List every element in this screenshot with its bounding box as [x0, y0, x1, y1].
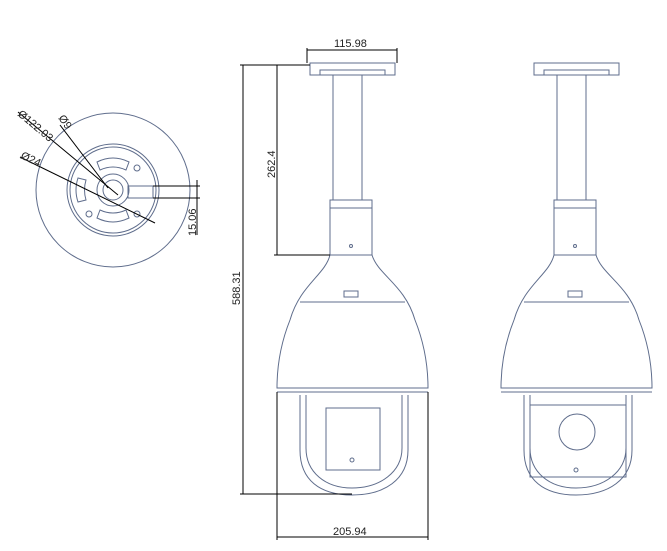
diameter-hole-label: Ø9 [56, 113, 74, 132]
top-view: Ø122.03 Ø9 Ø24 15.06 [15, 108, 200, 268]
dome-width-label: 205.94 [333, 526, 367, 538]
offset-label: 15.06 [187, 208, 199, 236]
pole-length-label: 262.4 [266, 150, 278, 178]
mount-width-label: 115.98 [334, 38, 367, 50]
side-view: 115.98 262.4 588.31 205.94 [231, 38, 429, 540]
total-height-label: 588.31 [231, 271, 243, 305]
diameter-outer-label: Ø122.03 [15, 108, 55, 144]
front-view [500, 62, 653, 496]
